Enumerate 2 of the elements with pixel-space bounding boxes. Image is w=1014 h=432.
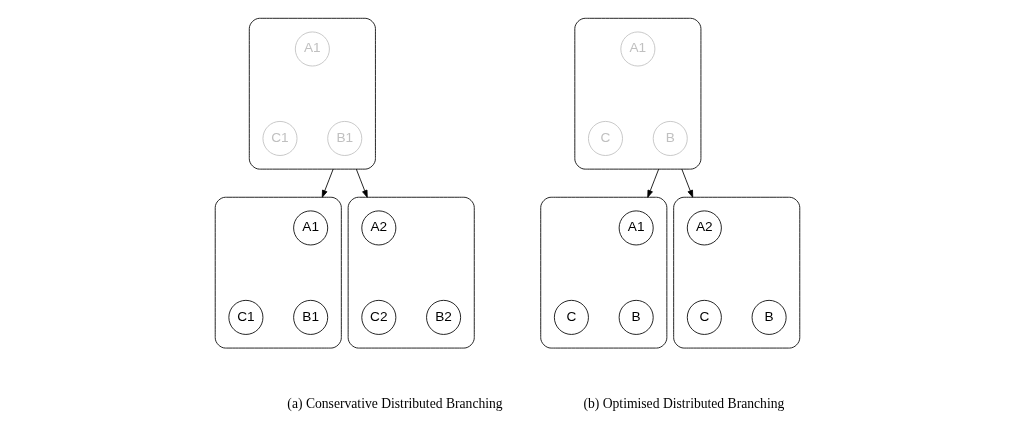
label: (b) Optimised Distributed Branching [582, 396, 784, 412]
label: (a) Conservative Distributed Branching [286, 396, 503, 412]
